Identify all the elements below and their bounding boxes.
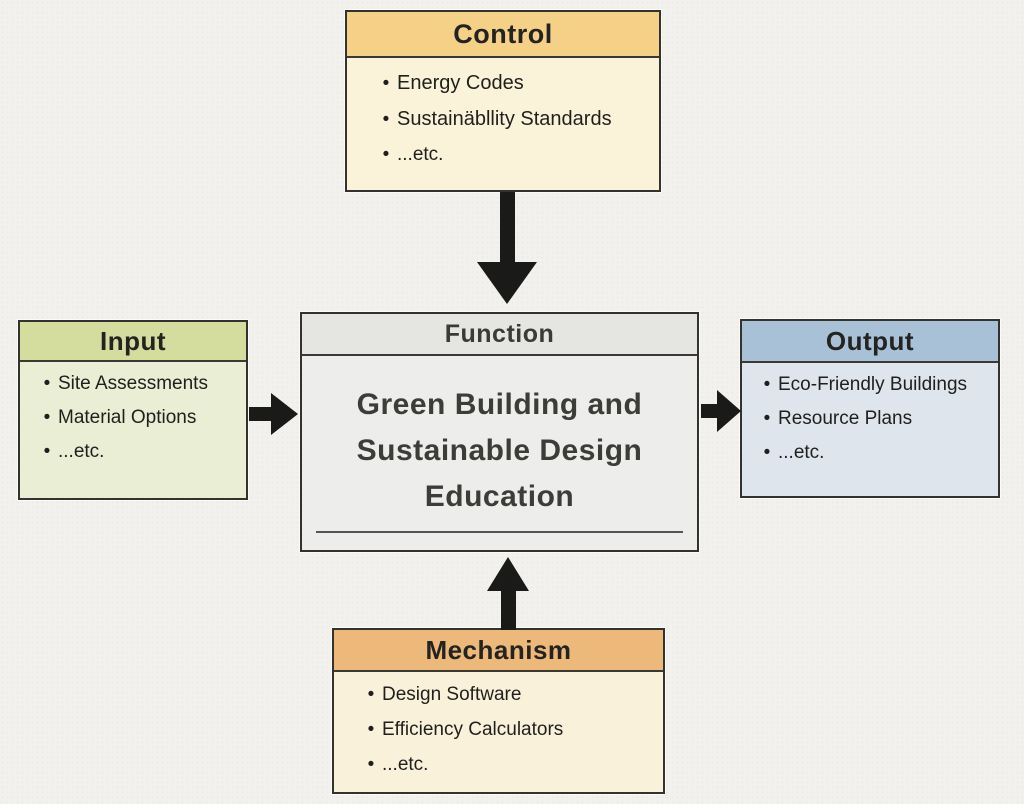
- list-item: • Efficiency Calculators: [360, 719, 655, 741]
- function-box-body: Green Building and Sustainable Design Ed…: [302, 356, 697, 550]
- input-box-header: Input: [20, 322, 246, 362]
- arrow-down-icon: [477, 262, 537, 304]
- bullet-icon: •: [763, 408, 771, 429]
- arrow-shaft: [501, 589, 516, 630]
- list-item: • Site Assessments: [36, 373, 242, 395]
- bullet-icon: •: [43, 407, 51, 428]
- control-box-body: •Energy Codes •Sustainäbllity Standards …: [347, 58, 659, 190]
- output-item-list: •Eco-Friendly Buildings •Resource Plans …: [756, 374, 996, 464]
- list-item: • ...etc.: [36, 441, 242, 463]
- control-title: Control: [453, 18, 553, 49]
- function-text-line: Education: [424, 480, 575, 513]
- bullet-icon: •: [367, 754, 375, 775]
- bullet-icon: •: [382, 144, 390, 165]
- list-item-label: Sustainäbllity Standards: [397, 108, 612, 130]
- arrow-shaft: [701, 404, 721, 418]
- bullet-icon: •: [382, 109, 390, 130]
- list-item-label: ...etc.: [58, 441, 105, 462]
- control-box-header: Control: [347, 12, 659, 58]
- function-text-line: Sustainable Design: [356, 434, 643, 467]
- function-text: Green Building and Sustainable Design Ed…: [302, 356, 697, 520]
- list-item: • Resource Plans: [756, 408, 996, 430]
- arrow-up-icon: [487, 557, 529, 591]
- list-item-label: ...etc.: [778, 442, 825, 463]
- output-box: Output • Eco-Friendly Buildings • Resource…: [740, 319, 1000, 498]
- bullet-icon: •: [43, 441, 51, 462]
- arrow-shaft: [249, 407, 275, 421]
- mechanism-box: Mechanism • Design Software • Efficiency C…: [332, 628, 665, 794]
- bullet-icon: •: [382, 73, 390, 94]
- mechanism-box-body: • Design Software • Efficiency Calculators…: [334, 672, 663, 792]
- bullet-icon: •: [43, 373, 51, 394]
- arrow-right-icon: [717, 390, 741, 432]
- function-title: Function: [444, 319, 555, 348]
- input-title: Input: [99, 325, 167, 356]
- list-item-label: ...etc.: [397, 144, 444, 165]
- mechanism-title: Mechanism: [425, 634, 572, 665]
- list-item-label: Material Options: [58, 407, 197, 428]
- list-item: • ...etc.: [375, 144, 649, 166]
- list-item: • Eco-Friendly Buildings: [756, 374, 996, 396]
- list-item-label: Resource Plans: [778, 408, 913, 429]
- function-underline: [316, 531, 683, 533]
- control-item-list: •Energy Codes •Sustainäbllity Standards …: [375, 72, 649, 166]
- list-item: • ...etc.: [360, 754, 655, 776]
- output-box-header: Output: [742, 321, 998, 363]
- input-item-list: • Site Assessments • Material Options •...…: [36, 373, 242, 463]
- list-item-label: Design Software: [382, 684, 522, 705]
- list-item: • Sustainäbllity Standards: [375, 108, 649, 131]
- output-box-body: •Eco-Friendly Buildings •Resource Plans …: [742, 363, 998, 496]
- list-item: • Material Options: [36, 407, 242, 429]
- arrow-shaft: [500, 192, 515, 264]
- function-text-line: Green Building and: [356, 388, 643, 421]
- bullet-icon: •: [367, 719, 375, 740]
- list-item-label: ...etc.: [382, 754, 429, 775]
- bullet-icon: •: [367, 684, 375, 705]
- function-box: Function Green Building and Sustainable …: [300, 312, 699, 552]
- list-item-label: Efficiency Calculators: [382, 719, 564, 740]
- arrow-right-icon: [271, 393, 298, 435]
- list-item-label: Energy Codes: [397, 72, 524, 94]
- function-box-header: Function: [302, 314, 697, 356]
- control-box: Control • Energy Codes • Sustainäbllity St…: [345, 10, 661, 192]
- list-item: • Design Software: [360, 684, 655, 706]
- list-item-label: Site Assessments: [58, 373, 208, 394]
- input-box-body: • Site Assessments • Material Options •...…: [20, 362, 246, 498]
- list-item: • Energy Codes: [375, 72, 649, 95]
- bullet-icon: •: [763, 442, 771, 463]
- input-box: Input • Site Assessments • Material Option…: [18, 320, 248, 500]
- list-item: • ...etc.: [756, 442, 996, 464]
- output-title: Output: [825, 325, 915, 356]
- mechanism-item-list: • Design Software • Efficiency Calculators…: [360, 684, 655, 776]
- mechanism-box-header: Mechanism: [334, 630, 663, 672]
- list-item-label: Eco-Friendly Buildings: [778, 374, 968, 395]
- bullet-icon: •: [763, 374, 771, 395]
